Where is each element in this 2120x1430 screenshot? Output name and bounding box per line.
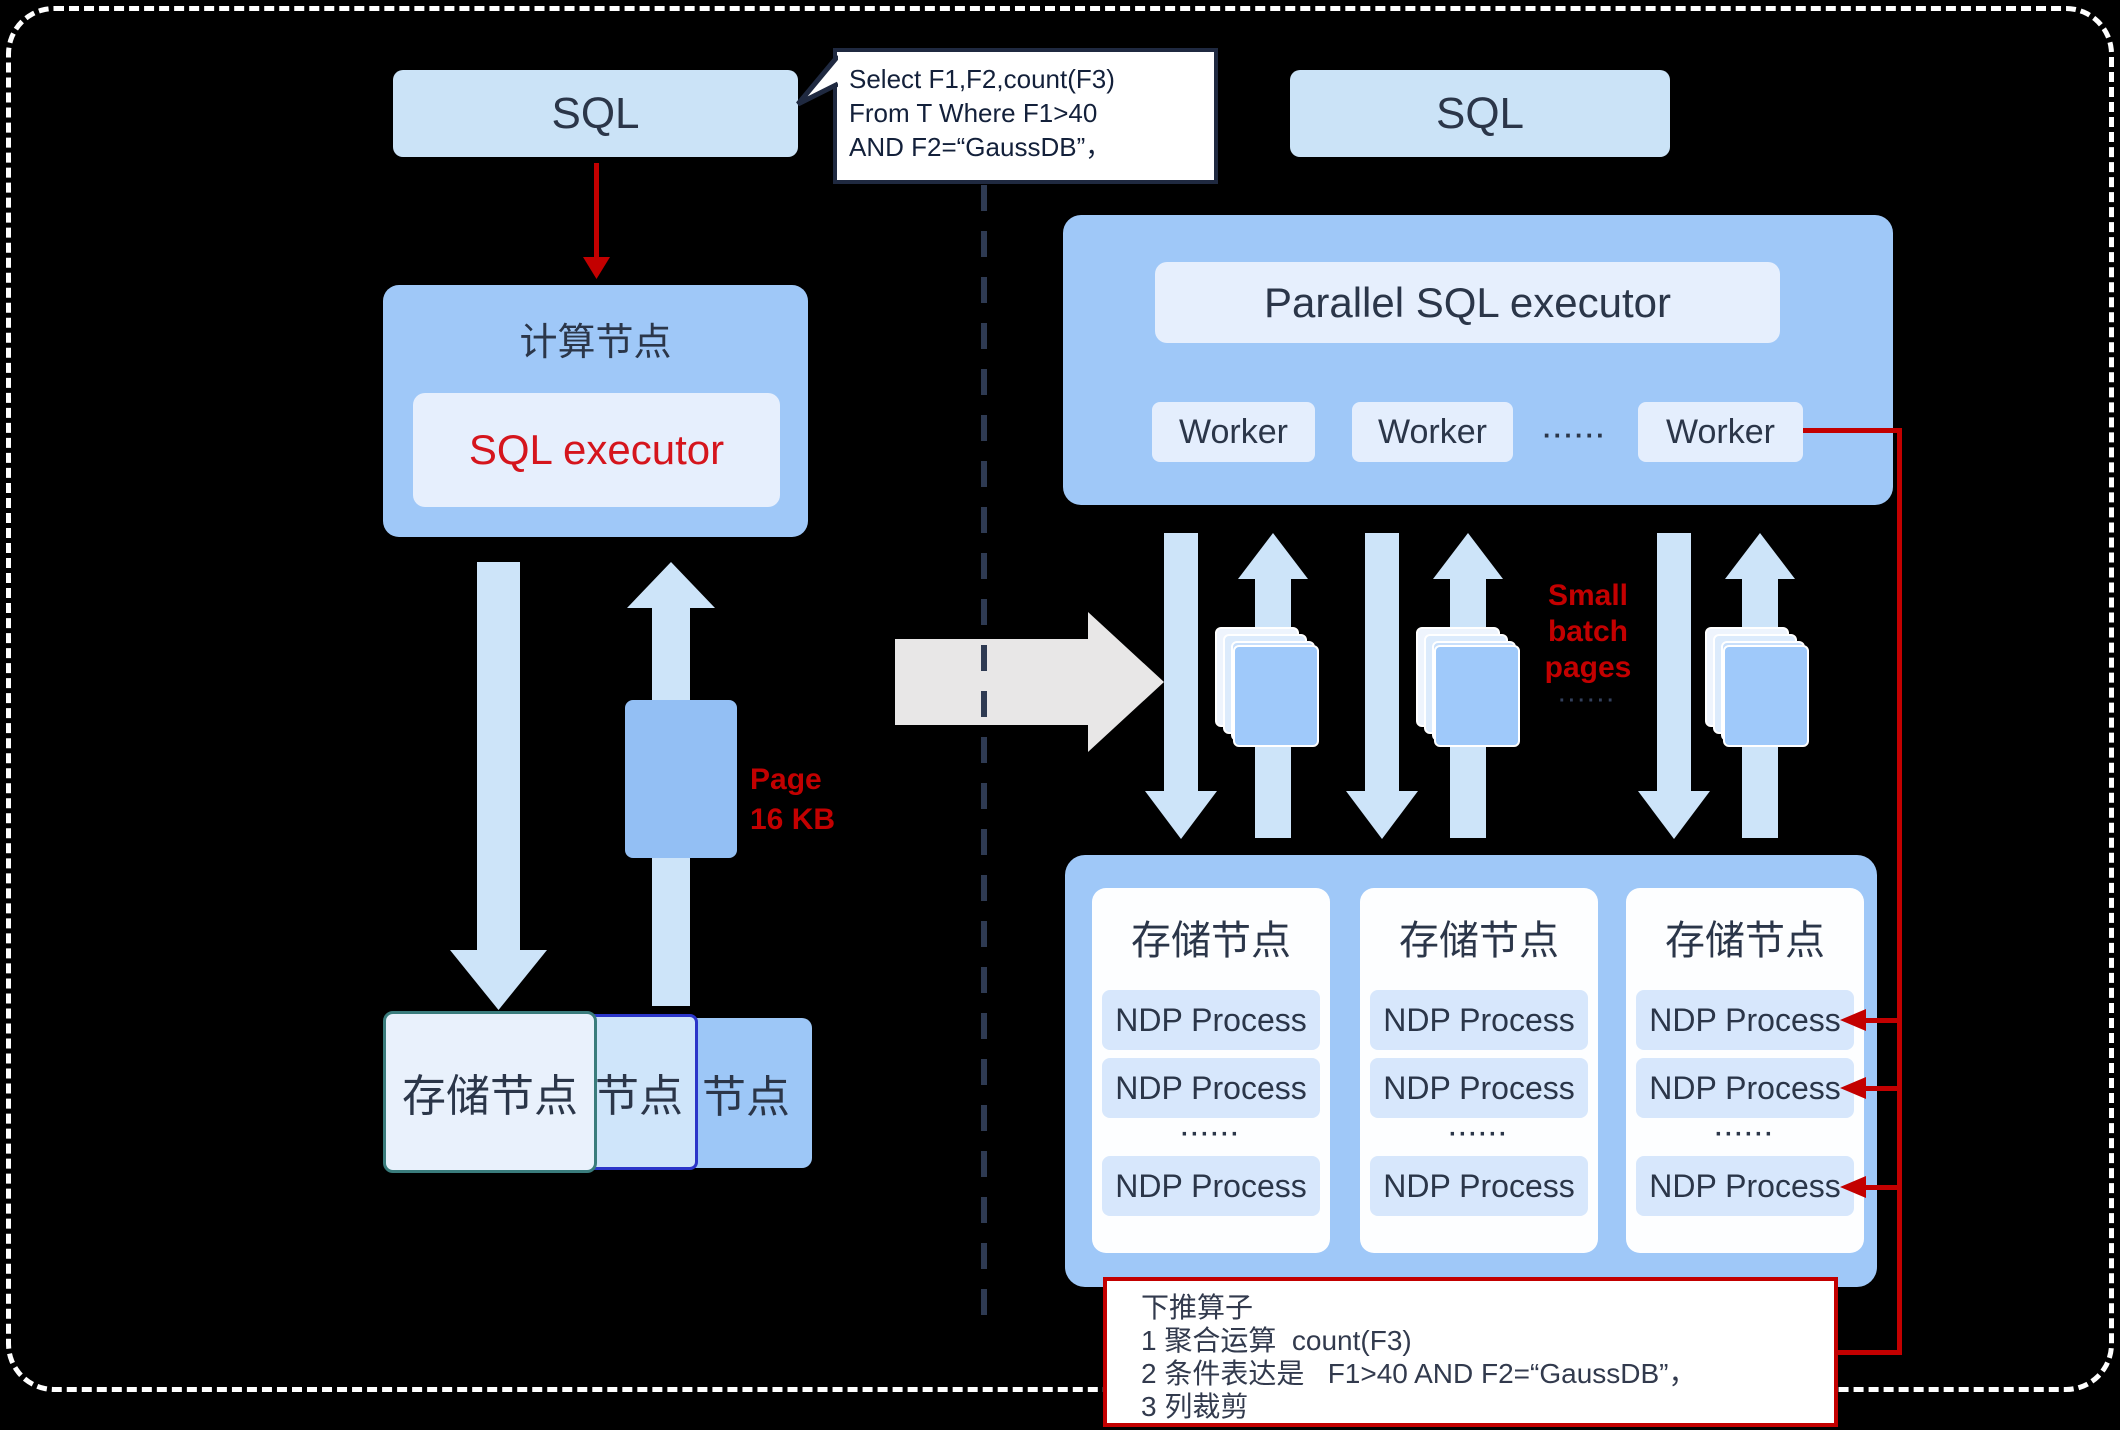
pushdown-line-1: 下推算子 [1141, 1292, 1254, 1323]
storage-card-1: 存储节点 NDP Process NDP Process ······ NDP … [1092, 888, 1330, 1253]
storage-card-3-title: 存储节点 [1665, 919, 1825, 963]
worker-2-label: Worker [1378, 412, 1487, 451]
storage-card-2: 存储节点 NDP Process NDP Process ······ NDP … [1360, 888, 1598, 1253]
storage-node-back-label: 节点 [702, 1073, 790, 1122]
pushdown-line-2: 1 聚合运算 count(F3) [1141, 1325, 1412, 1356]
page-size-label: Page 16 KB [750, 760, 835, 840]
pushdown-line-3: 2 条件表达是 F1>40 AND F2=“GaussDB”， [1141, 1358, 1697, 1389]
ndp-process: NDP Process [1636, 990, 1854, 1050]
ndp-process: NDP Process [1636, 1058, 1854, 1118]
right-down-arrow-1-shaft [1164, 533, 1198, 793]
sql-to-compute-arrow-line [594, 163, 599, 261]
query-bubble-tail-icon [796, 54, 838, 107]
ndp-ellipsis: ······ [1715, 1121, 1775, 1148]
page-size-line-2: 16 KB [750, 803, 836, 836]
left-sql-box: SQL [393, 70, 798, 157]
query-bubble: Select F1,F2,count(F3) From T Where F1>4… [833, 48, 1218, 184]
ndp-ellipsis: ······ [1181, 1121, 1241, 1148]
page-block-icon [625, 700, 737, 858]
small-batch-line-1: Small [1547, 579, 1629, 612]
ndp-process: NDP Process [1370, 990, 1588, 1050]
query-line-1: Select F1,F2,count(F3) [849, 64, 1115, 94]
left-down-arrow-shaft [477, 562, 520, 954]
pushdown-connector-top [1803, 428, 1902, 433]
worker-box-3: Worker [1638, 402, 1803, 462]
sql-executor-box: SQL executor [413, 393, 780, 507]
vertical-dashed-divider [981, 185, 987, 1315]
right-sql-box: SQL [1290, 70, 1670, 157]
storage-card-3: 存储节点 NDP Process NDP Process ······ NDP … [1626, 888, 1864, 1253]
storage-card-1-title: 存储节点 [1131, 919, 1291, 963]
pushdown-line-4: 3 列裁剪 [1141, 1391, 1249, 1422]
ndp-process: NDP Process [1102, 1156, 1320, 1216]
small-batch-ellipsis: ······ [1559, 690, 1617, 712]
compute-node-title: 计算节点 [519, 322, 672, 364]
page-dashed-border [6, 6, 2114, 1392]
ndp-process: NDP Process [1636, 1156, 1854, 1216]
storage-node-front-label: 存储节点 [402, 1072, 578, 1121]
worker-box-1: Worker [1152, 402, 1315, 462]
page-stack-icon-3 [1705, 627, 1809, 747]
worker-1-label: Worker [1179, 412, 1288, 451]
ndp-process: NDP Process [1370, 1156, 1588, 1216]
small-batch-label: Small batch pages [1528, 578, 1648, 686]
ndp-arrow-line-2 [1864, 1086, 1898, 1091]
pushdown-connector-bottom [1830, 1350, 1902, 1355]
pushdown-connector-vertical [1897, 428, 1902, 1355]
worker-3-label: Worker [1666, 412, 1775, 451]
right-sql-label: SQL [1435, 88, 1525, 138]
left-sql-label: SQL [551, 88, 640, 138]
query-line-2: From T Where F1>40 [849, 98, 1098, 128]
worker-box-2: Worker [1352, 402, 1513, 462]
right-down-arrow-2-shaft [1365, 533, 1399, 793]
transition-arrow-shaft [895, 639, 1090, 725]
ndp-process: NDP Process [1102, 1058, 1320, 1118]
page-stack-icon-1 [1215, 627, 1319, 747]
sql-executor-label: SQL executor [468, 426, 725, 473]
storage-card-2-title: 存储节点 [1399, 919, 1559, 963]
pushdown-note: 下推算子 1 聚合运算 count(F3) 2 条件表达是 F1>40 AND … [1103, 1277, 1838, 1427]
page-stack-icon-2 [1416, 627, 1520, 747]
ndp-arrow-line-1 [1864, 1018, 1898, 1023]
ndp-ellipsis: ······ [1449, 1121, 1509, 1148]
parallel-executor-title-box: Parallel SQL executor [1155, 262, 1780, 343]
query-line-3: AND F2=“GaussDB”， [849, 132, 1112, 162]
storage-node-front-card: 存储节点 [383, 1011, 597, 1173]
storage-node-middle-label: 节点 [595, 1072, 683, 1121]
ndp-arrow-line-3 [1864, 1185, 1898, 1190]
parallel-executor-title: Parallel SQL executor [1264, 278, 1671, 326]
small-batch-line-2: batch [1547, 615, 1628, 648]
small-batch-line-3: pages [1544, 651, 1632, 684]
right-down-arrow-3-shaft [1657, 533, 1691, 793]
page-size-line-1: Page [750, 763, 822, 796]
worker-ellipsis: ······ [1543, 420, 1607, 450]
ndp-process: NDP Process [1370, 1058, 1588, 1118]
ndp-process: NDP Process [1102, 990, 1320, 1050]
